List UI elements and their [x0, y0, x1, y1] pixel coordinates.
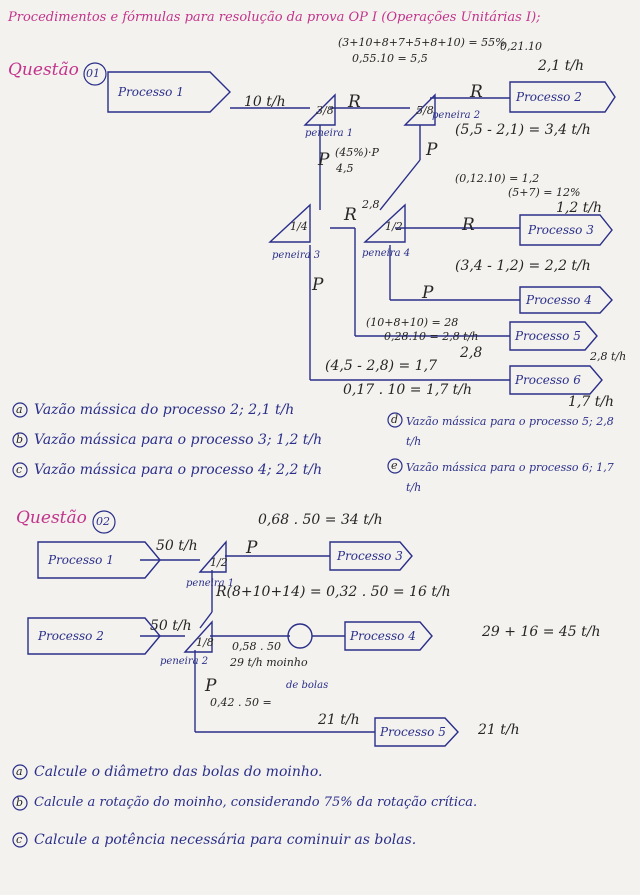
q1-r-4: R: [462, 215, 475, 235]
q1-sieve-14: 1/4: [290, 220, 308, 233]
q1-sieve-name-3: peneira 3: [272, 250, 321, 261]
q2-process-5: Processo 5: [380, 725, 446, 739]
page-title: Procedimentos e fórmulas para resolução …: [8, 10, 541, 25]
q2-eq-29: 29 t/h moinho: [230, 656, 308, 669]
q1-process-6: Processo 6: [515, 373, 581, 387]
q2-sieve-name-2: peneira 2: [160, 656, 209, 667]
q1-eq-012: (0,12.10) = 1,2: [455, 172, 540, 185]
q1-number: 01: [86, 67, 100, 80]
q2-process-4: Processo 4: [350, 629, 416, 643]
q1-sieve-58: 5/8: [416, 104, 434, 117]
q2-process-1: Processo 1: [48, 553, 114, 567]
q1-r-1: R: [348, 92, 361, 112]
q1-answer-e-letter: e: [391, 459, 398, 472]
q2-res-21b: 21 t/h: [478, 722, 520, 738]
q2-task-c-letter: c: [16, 833, 23, 846]
q1-p-1: P: [318, 150, 330, 170]
q1-answer-d-letter: d: [391, 413, 399, 426]
sum-top: (3+10+8+7+5+8+10) = 55%: [338, 36, 506, 49]
q2-p-1: P: [246, 538, 258, 558]
q2-sieve-12: 1/2: [210, 556, 228, 569]
q1-eq-34: (5,5 - 2,1) = 3,4 t/h: [455, 122, 591, 138]
q1-sieve-38: 3/8: [316, 104, 334, 117]
q1-r-3: R: [344, 205, 357, 225]
q1-label: Questão: [8, 60, 79, 80]
q2-task-b-letter: b: [16, 796, 24, 809]
q2-top-calc: 0,68 . 50 = 34 t/h: [258, 512, 383, 528]
q1-sieve-name-2: peneira 2: [432, 110, 481, 121]
q1-feed: 10 t/h: [244, 94, 286, 110]
q1-res-12: 1,2 t/h: [556, 200, 603, 216]
calc-055: 0,55.10 = 5,5: [352, 52, 428, 65]
q1-eq-17: (4,5 - 2,8) = 1,7: [325, 358, 437, 374]
q1-eq-28: 2,8: [362, 198, 380, 211]
q1-r-2: R: [470, 82, 483, 102]
q1-process-4: Processo 4: [526, 293, 592, 307]
q1-res-17th: 1,7 t/h: [568, 394, 615, 410]
q2-res-21a: 21 t/h: [318, 712, 360, 728]
q1-sieve-name-4: peneira 4: [362, 248, 411, 259]
q2-feed-1: 50 t/h: [156, 538, 198, 554]
q1-eq-017: 0,17 . 10 = 1,7 t/h: [343, 382, 473, 398]
q2-mill-balls: de bolas: [286, 680, 329, 691]
q2-label: Questão: [16, 508, 87, 528]
q2-eq-058: 0,58 . 50: [232, 640, 281, 653]
q1-answer-e: Vazão mássica para o processo 6; 1,7 t/h: [406, 461, 614, 494]
q1-answer-b: Vazão mássica para o processo 3; 1,2 t/h: [34, 432, 323, 448]
q1-process-2: Processo 2: [516, 90, 582, 104]
q2-sieve-18: 1/8: [196, 636, 214, 649]
q1-answer-c: Vazão mássica para o processo 4; 2,2 t/h: [34, 462, 323, 478]
q1-answer-a-letter: a: [16, 403, 23, 416]
q2-process-2: Processo 2: [38, 629, 104, 643]
q2-task-a: Calcule o diâmetro das bolas do moinho.: [34, 764, 323, 780]
q1-eq-p-frac: (45%)·P: [335, 146, 379, 159]
q1-answer-c-letter: c: [16, 463, 23, 476]
q1-eq-28pct: (10+8+10) = 28: [366, 316, 459, 329]
q1-eq-22: (3,4 - 1,2) = 2,2 t/h: [455, 258, 591, 274]
q1-sieve-12: 1/2: [385, 220, 403, 233]
q1-process-3: Processo 3: [528, 223, 594, 237]
q2-process-3: Processo 3: [337, 549, 403, 563]
q1-answer-a: Vazão mássica do processo 2; 2,1 t/h: [34, 402, 295, 418]
q1-eq-p-den: 4,5: [336, 162, 354, 175]
q2-task-a-letter: a: [16, 765, 23, 778]
q2-task-c: Calcule a potência necessária para comin…: [34, 832, 417, 848]
q2-feed-2: 50 t/h: [150, 618, 192, 634]
q1-answer-d: Vazão mássica para o processo 5; 2,8 t/h: [406, 415, 614, 448]
q1-eq-57: (5+7) = 12%: [508, 186, 581, 199]
q2-task-b: Calcule a rotação do moinho, considerand…: [34, 795, 478, 810]
q1-process-5: Processo 5: [515, 329, 581, 343]
q2-p-2: P: [205, 676, 217, 696]
q1-eq-028: 0,28.10 = 2,8 t/h: [384, 330, 479, 343]
q1-sieve-name-1: peneira 1: [305, 128, 354, 139]
q2-number: 02: [96, 515, 110, 528]
calc-021: 0,21.10: [500, 40, 542, 53]
q2-sieve-name-1: peneira 1: [186, 578, 235, 589]
q1-p-3: P: [312, 275, 324, 295]
q1-res-28th: 2,8 t/h: [590, 350, 627, 363]
q1-answer-b-letter: b: [16, 433, 24, 446]
q1-p-2: P: [426, 140, 438, 160]
q2-eq-042: 0,42 . 50 =: [210, 696, 272, 709]
q1-process-1: Processo 1: [118, 85, 184, 99]
q1-p-4: P: [422, 283, 434, 303]
q1-res-28: 2,8: [460, 345, 483, 361]
q2-eq-sum: 29 + 16 = 45 t/h: [482, 624, 601, 640]
result-21: 2,1 t/h: [538, 58, 585, 74]
q2-eq-r: R(8+10+14) = 0,32 . 50 = 16 t/h: [216, 584, 451, 600]
